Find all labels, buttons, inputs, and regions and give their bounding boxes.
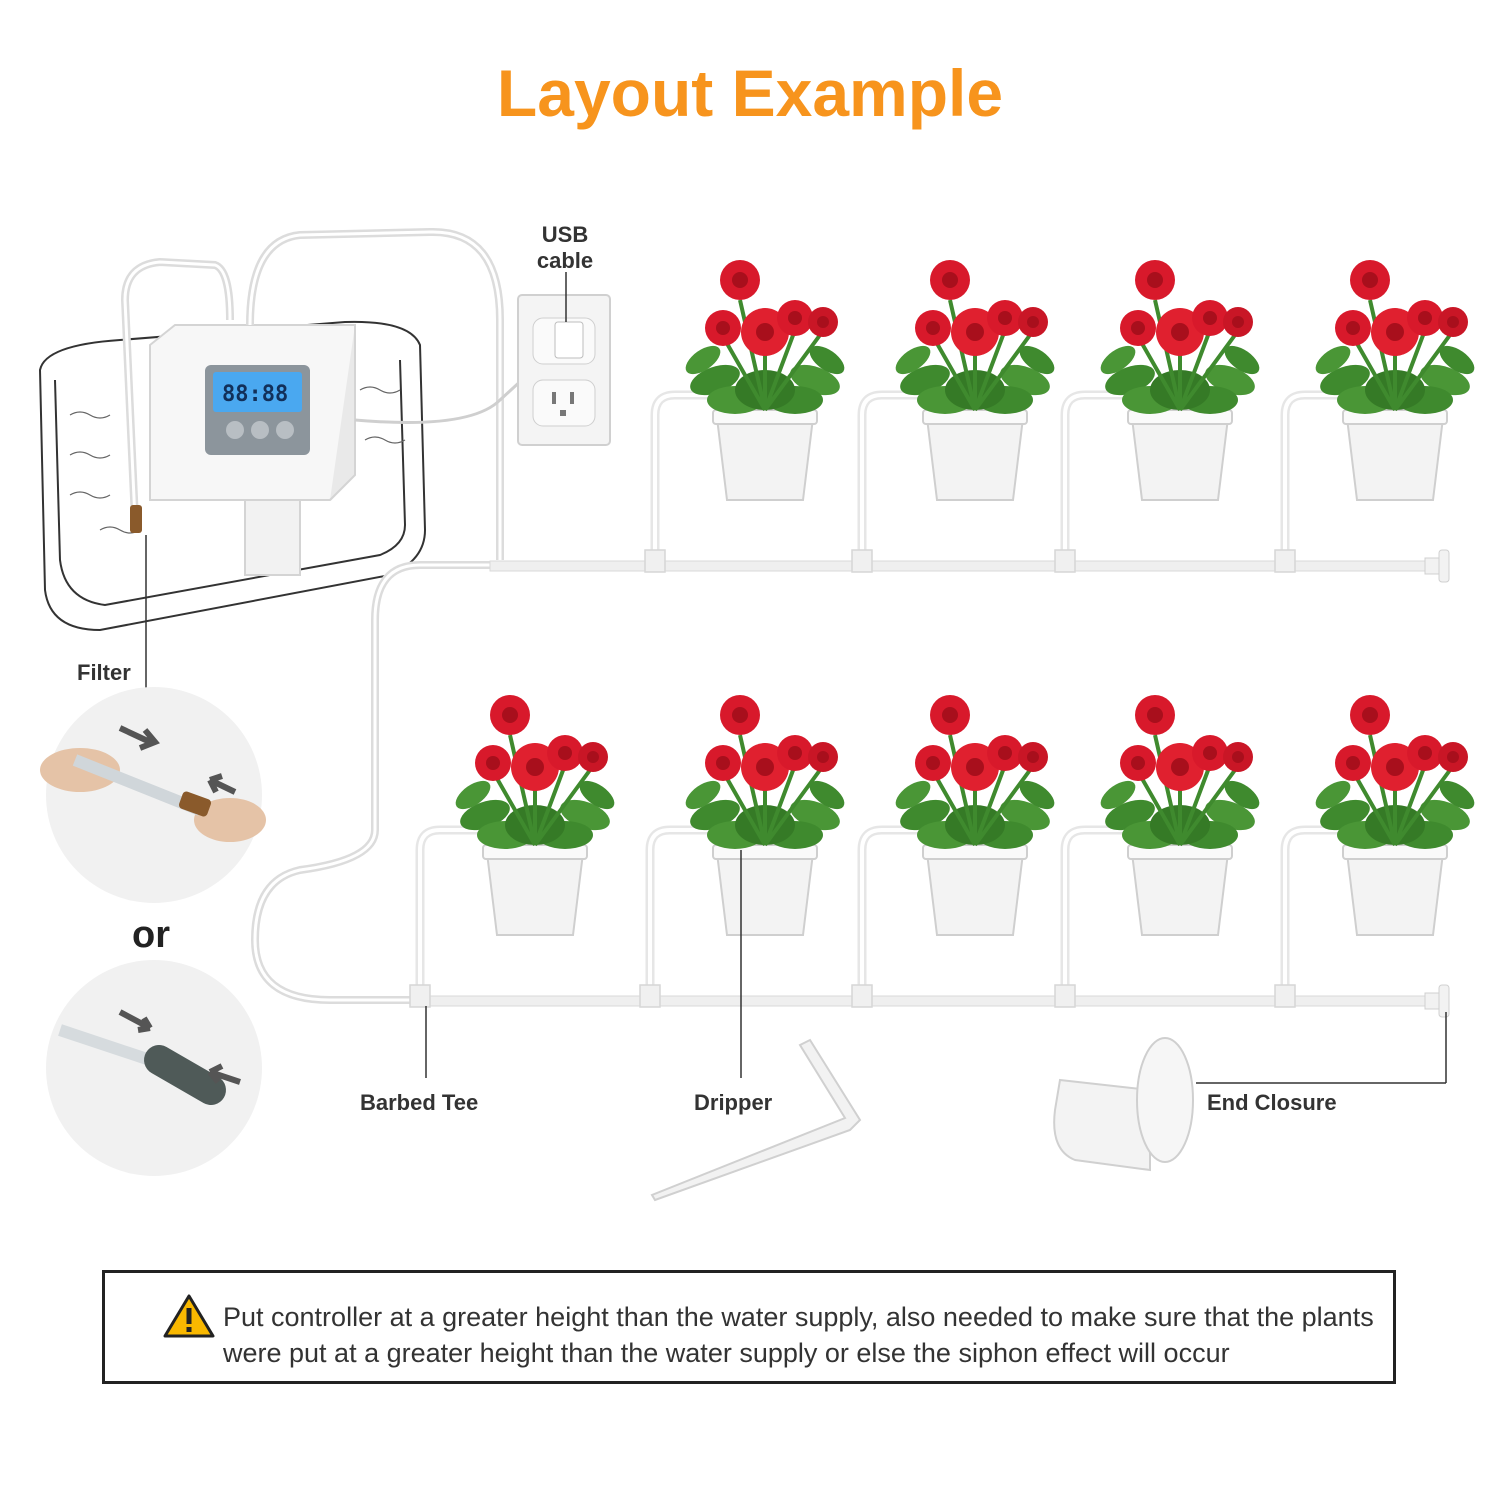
air-stone-detail-photo bbox=[46, 960, 262, 1176]
end-closure-detail-icon bbox=[1053, 1037, 1194, 1172]
warning-note: Put controller at a greater height than … bbox=[102, 1270, 1396, 1384]
display-readout: 88:88 bbox=[222, 382, 288, 407]
dripper-label: Dripper bbox=[694, 1090, 773, 1115]
warning-triangle-icon bbox=[163, 1294, 215, 1338]
plant-row-top bbox=[645, 258, 1482, 572]
filter-icon bbox=[130, 505, 142, 533]
warning-text: Put controller at a greater height than … bbox=[223, 1302, 1374, 1368]
water-container bbox=[38, 320, 427, 632]
dripper-detail-icon bbox=[650, 1038, 862, 1202]
filter-label: Filter bbox=[77, 660, 131, 685]
wall-outlet-icon bbox=[517, 294, 611, 446]
barbed-tee-label: Barbed Tee bbox=[360, 1090, 479, 1115]
or-label: or bbox=[132, 914, 170, 956]
page-title: Layout Example bbox=[496, 56, 1004, 130]
end-closure-label: End Closure bbox=[1207, 1090, 1337, 1115]
filter-detail-photo bbox=[40, 687, 266, 903]
usb-cable-label: USB cable bbox=[536, 222, 594, 273]
end-closure-bottom bbox=[1424, 984, 1450, 1018]
end-closure-top bbox=[1424, 549, 1450, 583]
controller: 88:88 bbox=[149, 324, 356, 576]
plant-row-bottom bbox=[410, 693, 1482, 1007]
